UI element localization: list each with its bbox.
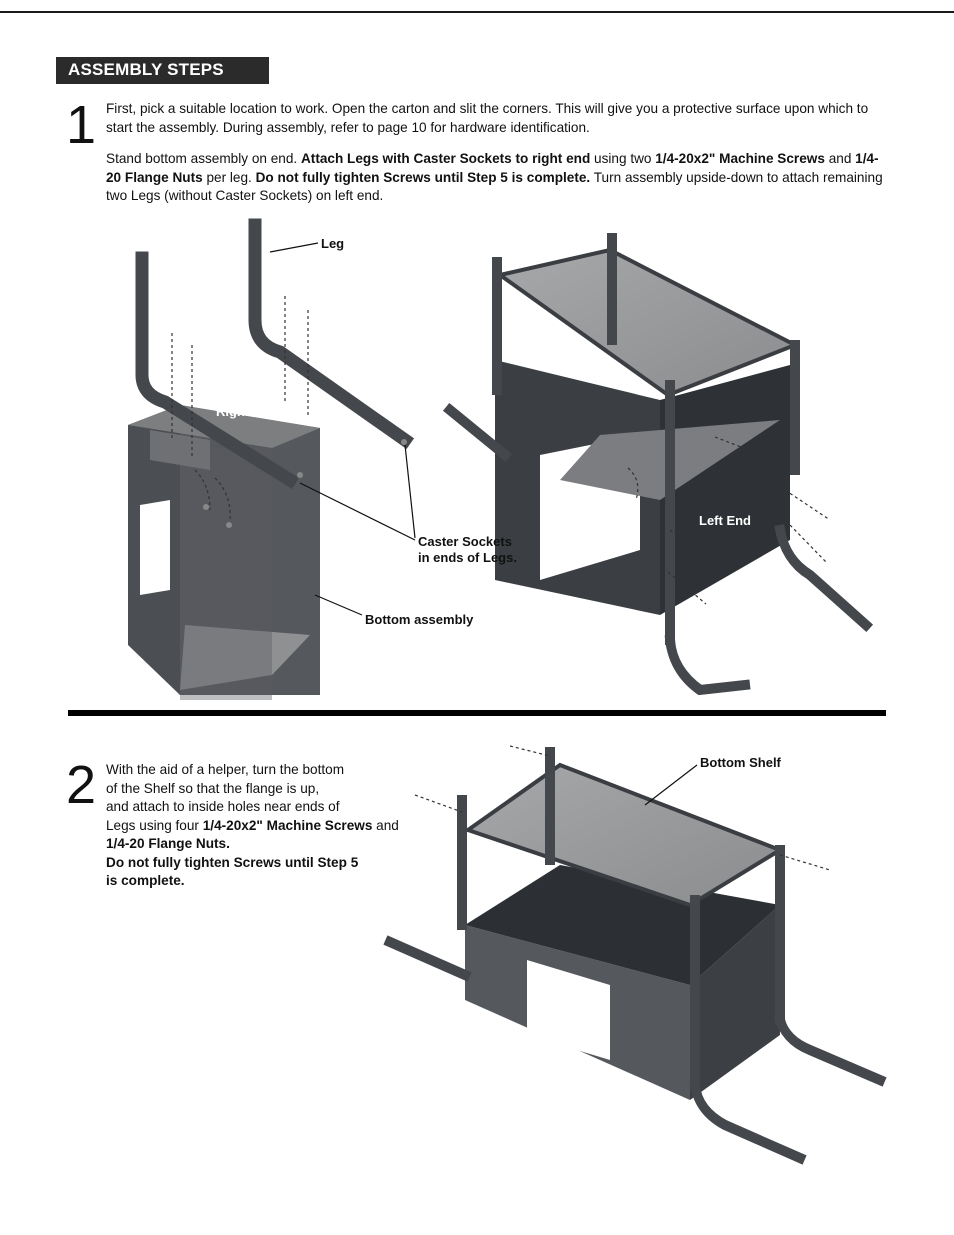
- section-divider: [68, 710, 886, 716]
- section-title: ASSEMBLY STEPS: [68, 60, 224, 79]
- label-leg: Leg: [321, 236, 345, 251]
- label-left-end: Left End: [699, 513, 751, 528]
- label-bottom-shelf: Bottom Shelf: [700, 755, 781, 770]
- step-2-number: 2: [66, 755, 97, 815]
- label-caster-sockets: Caster Sockets: [418, 534, 512, 549]
- top-rule: [0, 11, 954, 13]
- bottom-assembly-figure: [128, 405, 320, 700]
- legs-figure: [135, 218, 415, 489]
- step-1-number: 1: [66, 95, 97, 155]
- label-caster-sockets-sub: in ends of Legs.: [418, 550, 517, 565]
- screws-figure: [171, 296, 309, 523]
- bottom-shelf-figure: [383, 747, 887, 1165]
- label-bottom-assembly: Bottom assembly: [365, 612, 474, 627]
- section-header: ASSEMBLY STEPS: [56, 57, 269, 84]
- label-right-end: Right End: [216, 404, 278, 419]
- frame-figure: [442, 233, 874, 696]
- step-1-intro: First, pick a suitable location to work.…: [106, 101, 869, 135]
- step-1-instructions: Stand bottom assembly on end. Attach Leg…: [106, 151, 883, 203]
- step-2-instructions: With the aid of a helper, turn the botto…: [106, 762, 399, 888]
